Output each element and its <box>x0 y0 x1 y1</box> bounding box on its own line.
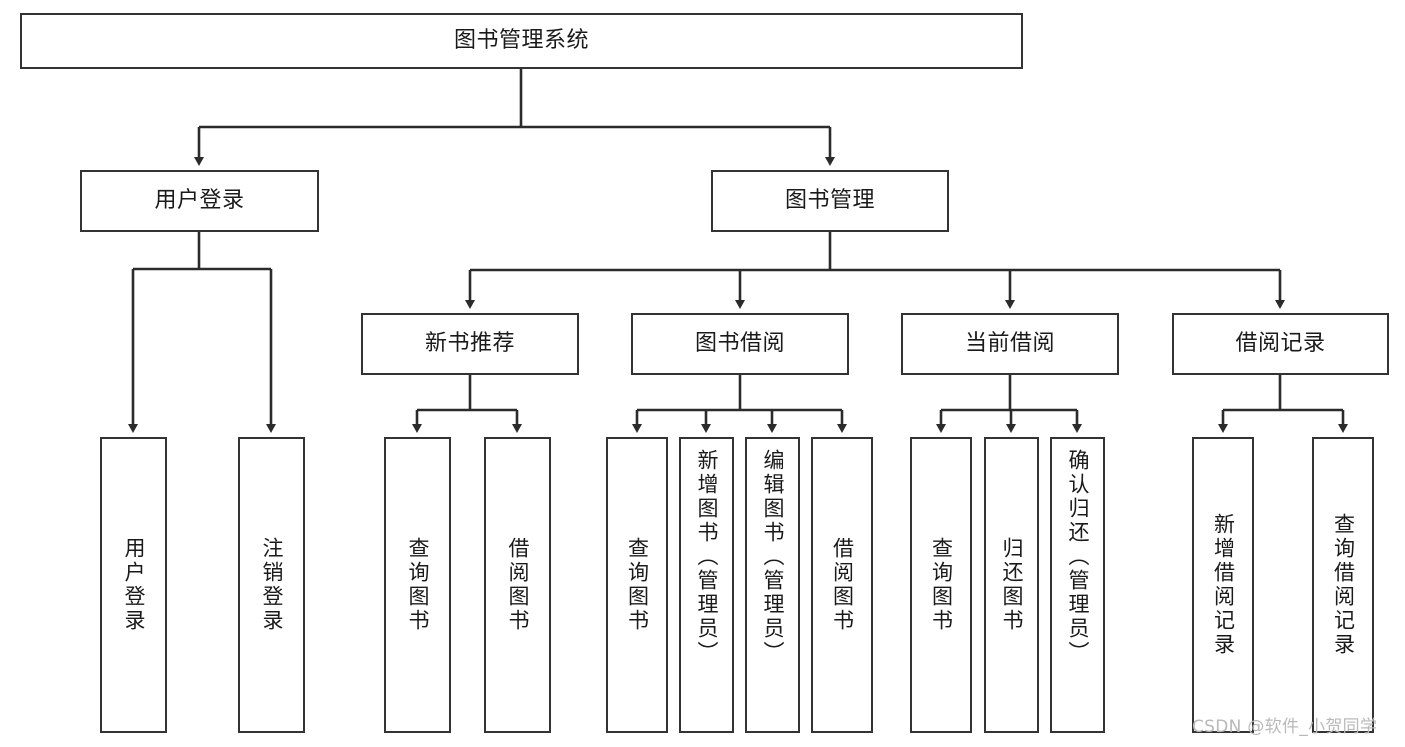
node-book-manage[interactable]: 图书管理 <box>711 170 949 232</box>
node-borrow-record[interactable]: 借阅记录 <box>1172 313 1389 375</box>
leaf-cur-return-label: 归还图书 <box>1000 537 1024 633</box>
leaf-borrow-add[interactable]: 新增图书（管理员） <box>679 437 734 733</box>
node-borrow-record-label: 借阅记录 <box>1235 331 1326 357</box>
leaf-rec-search[interactable]: 查询借阅记录 <box>1312 437 1374 733</box>
node-book-manage-label: 图书管理 <box>784 188 875 214</box>
node-current-borrow[interactable]: 当前借阅 <box>901 313 1119 375</box>
node-root-label: 图书管理系统 <box>453 28 589 54</box>
leaf-rec-add-label: 新增借阅记录 <box>1211 513 1236 657</box>
node-current-borrow-label: 当前借阅 <box>964 331 1055 357</box>
node-root[interactable]: 图书管理系统 <box>20 13 1023 69</box>
leaf-cur-return[interactable]: 归还图书 <box>984 437 1039 733</box>
node-user-login[interactable]: 用户登录 <box>80 170 319 232</box>
node-book-borrow[interactable]: 图书借阅 <box>631 313 849 375</box>
leaf-user-login[interactable]: 用户登录 <box>100 437 167 733</box>
leaf-borrow-edit[interactable]: 编辑图书（管理员） <box>745 437 800 733</box>
leaf-user-login-label: 用户登录 <box>122 537 146 633</box>
node-user-login-label: 用户登录 <box>154 188 245 214</box>
leaf-borrow-lend[interactable]: 借阅图书 <box>811 437 873 733</box>
leaf-cur-query-label: 查询图书 <box>929 537 954 633</box>
leaf-cur-confirm[interactable]: 确认归还（管理员） <box>1050 437 1105 733</box>
leaf-rec-search-label: 查询借阅记录 <box>1331 513 1356 657</box>
leaf-borrow-add-label: 新增图书（管理员） <box>695 449 719 665</box>
leaf-rec-add[interactable]: 新增借阅记录 <box>1192 437 1254 733</box>
leaf-user-logout[interactable]: 注销登录 <box>238 437 305 733</box>
node-new-book-rec-label: 新书推荐 <box>424 331 515 357</box>
leaf-rec-borrow-label: 借阅图书 <box>506 537 530 633</box>
csdn-watermark: CSDN @软件_小贺同学 <box>1192 717 1378 737</box>
node-book-borrow-label: 图书借阅 <box>694 331 785 357</box>
leaf-borrow-query[interactable]: 查询图书 <box>606 437 668 733</box>
node-new-book-rec[interactable]: 新书推荐 <box>361 313 579 375</box>
leaf-user-logout-label: 注销登录 <box>260 537 284 633</box>
leaf-borrow-lend-label: 借阅图书 <box>830 537 855 633</box>
leaf-borrow-query-label: 查询图书 <box>625 537 650 633</box>
leaf-rec-borrow[interactable]: 借阅图书 <box>484 437 551 733</box>
leaf-cur-query[interactable]: 查询图书 <box>910 437 972 733</box>
leaf-borrow-edit-label: 编辑图书（管理员） <box>761 449 785 665</box>
leaf-cur-confirm-label: 确认归还（管理员） <box>1066 449 1090 665</box>
leaf-rec-query-label: 查询图书 <box>406 537 430 633</box>
leaf-rec-query[interactable]: 查询图书 <box>384 437 451 733</box>
